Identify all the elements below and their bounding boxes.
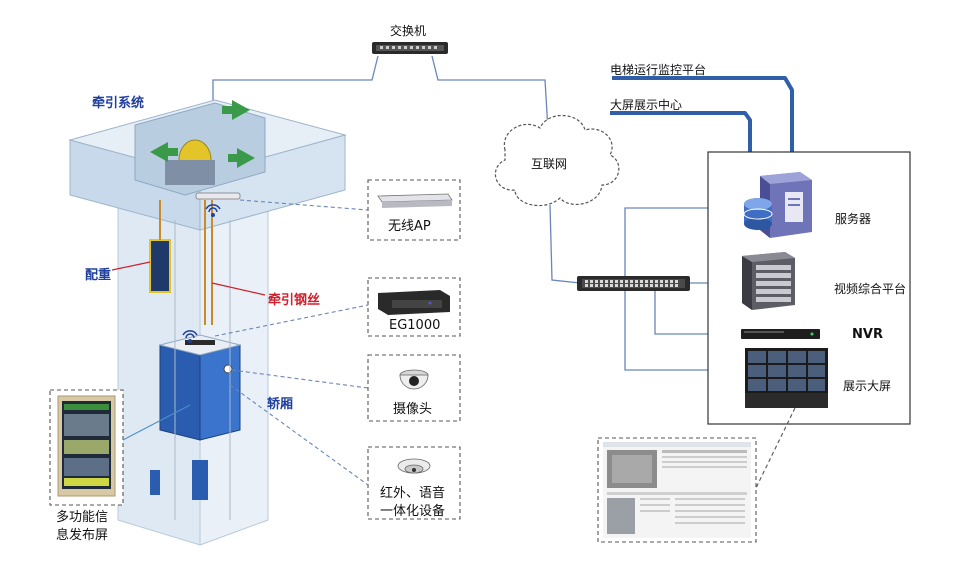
- wireless-ap-label: 无线AP: [388, 219, 431, 234]
- elevator-shaft: [68, 99, 347, 546]
- display-wall-icon: [745, 348, 828, 408]
- wireless-ap-device-icon: [377, 193, 453, 208]
- counterweight-label: 配重: [85, 268, 112, 283]
- ir-voice-device-icon: [397, 458, 431, 474]
- nvr-label: NVR: [852, 327, 883, 342]
- monitor-platform-label: 电梯运行监控平台: [610, 63, 707, 77]
- callout-connectors: [214, 199, 369, 486]
- info-screen-label-1: 多功能信: [56, 510, 109, 525]
- monitoring-dashboard-thumbnail: [597, 437, 757, 543]
- camera-device-icon: [399, 369, 429, 390]
- info-screen-label-2: 息发布屏: [56, 528, 109, 543]
- car-label: 轿厢: [267, 397, 294, 412]
- ir-voice-label-1: 红外、语音: [380, 486, 446, 501]
- ir-voice-label-2: 一体化设备: [380, 504, 446, 519]
- switch-top-label: 交换机: [390, 24, 427, 38]
- switch-top-icon: [372, 42, 448, 54]
- server-icon: [743, 172, 812, 238]
- display-wall-label: 展示大屏: [843, 379, 892, 393]
- platform-links: [610, 76, 794, 152]
- eg1000-label: EG1000: [389, 318, 441, 333]
- video-platform-label: 视频综合平台: [834, 282, 907, 296]
- info-screen-icon: [49, 389, 124, 506]
- server-label: 服务器: [835, 212, 872, 226]
- red-callout-lines: [111, 261, 266, 296]
- internet-label: 互联网: [531, 157, 568, 171]
- core-switch-icon: [577, 276, 690, 291]
- camera-label: 摄像头: [393, 402, 433, 417]
- internet-cloud-icon: [494, 114, 620, 207]
- traction-rope-label: 牵引钢丝: [268, 293, 321, 308]
- big-screen-center-label: 大屏展示中心: [610, 98, 683, 112]
- eg1000-device-icon: [378, 290, 450, 315]
- wifi-icon: [205, 204, 221, 217]
- video-platform-icon: [742, 252, 795, 310]
- info-screen-connector: [122, 404, 191, 441]
- nvr-icon: [741, 329, 820, 339]
- wifi-car-icon: [182, 330, 198, 343]
- dashboard-link: [754, 407, 796, 491]
- traction-system-label: 牵引系统: [92, 96, 145, 111]
